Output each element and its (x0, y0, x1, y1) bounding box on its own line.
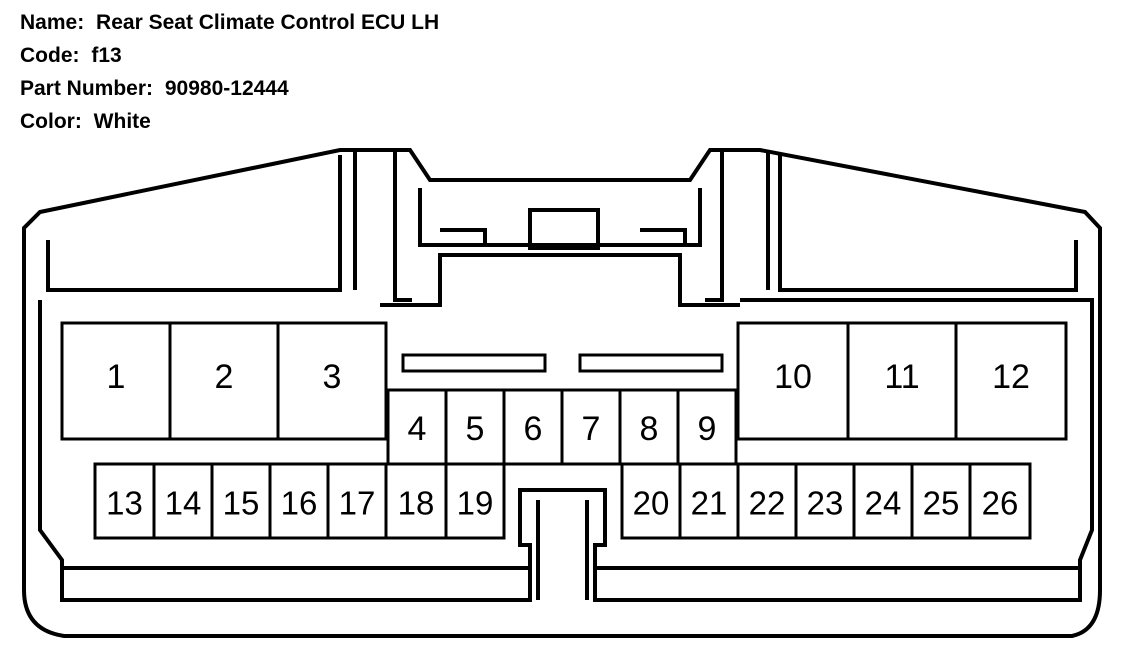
pin-label: 22 (749, 485, 786, 522)
pin-label: 9 (698, 410, 717, 448)
pin-label: 16 (281, 485, 318, 522)
pin-label: 6 (524, 410, 543, 448)
pin-5: 5 (444, 388, 506, 466)
pin-11: 11 (846, 321, 958, 441)
right-slot (578, 353, 724, 373)
pin-cavity (210, 462, 272, 540)
pin-15: 15 (210, 462, 272, 540)
pin-cavity (678, 462, 740, 540)
pin-label: 11 (884, 358, 919, 396)
pin-label: 7 (582, 410, 601, 448)
pin-19: 19 (444, 462, 506, 540)
name-row: Name: Rear Seat Climate Control ECU LH (20, 6, 439, 39)
pin-2: 2 (168, 321, 280, 441)
pin-23: 23 (794, 462, 856, 540)
center-channel (380, 253, 740, 307)
pin-label: 2 (215, 358, 234, 396)
pin-cavity (93, 462, 156, 540)
name-label: Name: (20, 11, 85, 34)
pin-label: 17 (339, 485, 376, 522)
left-slot (401, 353, 547, 373)
bottom-rail (62, 500, 1080, 600)
pin-20: 20 (620, 462, 682, 540)
code-value: f13 (91, 44, 122, 67)
pin-4: 4 (386, 388, 448, 466)
color-value: White (93, 110, 151, 133)
pin-cavity (502, 388, 564, 466)
pin-3: 3 (276, 321, 388, 441)
pin-22: 22 (736, 462, 798, 540)
pin-label: 15 (223, 485, 260, 522)
pin-1: 1 (60, 321, 172, 441)
pin-label: 5 (466, 410, 485, 448)
pin-12: 12 (954, 321, 1068, 441)
pin-13: 13 (93, 462, 156, 540)
pin-7: 7 (560, 388, 622, 466)
connector-housing-outline (22, 148, 1102, 638)
pin-6: 6 (502, 388, 564, 466)
pin-label: 19 (457, 485, 494, 522)
pin-cavity (954, 321, 1068, 441)
color-label: Color: (20, 110, 82, 133)
pin-cavity (168, 321, 280, 441)
color-row: Color: White (20, 105, 439, 138)
left-latch (46, 150, 412, 302)
code-row: Code: f13 (20, 39, 439, 72)
name-value: Rear Seat Climate Control ECU LH (96, 11, 440, 34)
pin-cavity (620, 462, 682, 540)
pin-cavity (444, 462, 506, 540)
pin-label: 12 (992, 358, 1030, 396)
pin-cavity (384, 462, 448, 540)
pin-cavity (676, 388, 738, 466)
pin-label: 20 (633, 485, 670, 522)
pin-cavity (736, 462, 798, 540)
pin-label: 18 (398, 485, 435, 522)
pin-21: 21 (678, 462, 740, 540)
pin-cavity (326, 462, 388, 540)
pin-label: 3 (323, 358, 342, 396)
pin-17: 17 (326, 462, 388, 540)
pin-16: 16 (268, 462, 330, 540)
pin-label: 13 (106, 485, 143, 522)
pin-cavity (968, 462, 1032, 540)
pin-cavity (736, 321, 850, 441)
pin-cavity (276, 321, 388, 441)
connector-info: Name: Rear Seat Climate Control ECU LH C… (20, 6, 439, 138)
pin-label: 21 (691, 485, 728, 522)
pin-label: 1 (107, 358, 126, 396)
pin-25: 25 (910, 462, 972, 540)
pin-label: 14 (165, 485, 202, 522)
pin-label: 24 (865, 485, 902, 522)
right-latch (705, 150, 1078, 302)
pin-cavity (846, 321, 958, 441)
pin-10: 10 (736, 321, 850, 441)
part-number-label: Part Number: (20, 77, 154, 100)
pin-label: 4 (408, 410, 427, 448)
code-label: Code: (20, 44, 80, 67)
pin-cavity (910, 462, 972, 540)
pin-cavity (560, 388, 622, 466)
pin-9: 9 (676, 388, 738, 466)
pin-14: 14 (152, 462, 214, 540)
pin-cavity (60, 321, 172, 441)
pin-label: 23 (807, 485, 844, 522)
pin-cavity (152, 462, 214, 540)
pin-24: 24 (852, 462, 914, 540)
part-number-value: 90980-12444 (164, 77, 289, 100)
part-number-row: Part Number: 90980-12444 (20, 72, 439, 105)
pin-label: 25 (923, 485, 960, 522)
inner-frame (38, 298, 1094, 602)
lock-tab (418, 188, 702, 250)
pin-18: 18 (384, 462, 448, 540)
pin-cavity (852, 462, 914, 540)
pin-26: 26 (968, 462, 1032, 540)
pin-label: 8 (640, 410, 659, 448)
pin-label: 26 (982, 485, 1019, 522)
pin-8: 8 (618, 388, 680, 466)
pin-label: 10 (774, 358, 812, 396)
